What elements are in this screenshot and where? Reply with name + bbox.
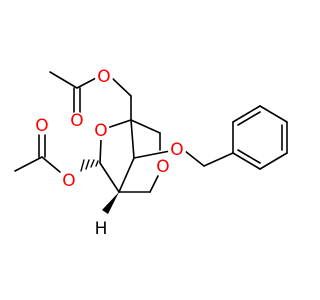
bond-c-o-ester-left [41, 156, 61, 173]
atom-label-oxygen: O [35, 116, 48, 136]
bond-bridge-bridgehead [118, 157, 135, 193]
atom-label-oxygen: O [62, 171, 75, 191]
bond-anomeric-bridgehead [99, 162, 120, 193]
bond-phenyl-double-3 [237, 149, 261, 164]
atom-label-oxygen: O [156, 157, 169, 177]
atom-label-hydrogen: H [95, 219, 108, 239]
atom-o-benzyl: O [168, 140, 186, 160]
bond-ch2-phenyl [203, 152, 234, 167]
atom-label-oxygen: O [94, 121, 107, 141]
bond-ch3-top [49, 71, 78, 89]
atom-o-ring-2: O [154, 157, 172, 177]
bond-phenyl-6 [232, 152, 261, 170]
atom-o-acetyl-top-ester: O [95, 67, 113, 87]
chemical-structure-diagram: O O O O O O O H [14, 67, 288, 239]
hash-bond-anomeric-oacetyl [80, 159, 99, 172]
bond-c-o-ester-top [76, 77, 97, 89]
bond-o-ch2-top [111, 77, 132, 97]
bond-oring-anomeric [99, 139, 102, 164]
atom-h-bridgehead: H [92, 219, 110, 239]
atom-o-acetyl-left-ester: O [60, 171, 78, 191]
atom-labels: O O O O O O O H [33, 67, 186, 239]
bond-phenyl-2 [232, 105, 261, 123]
atom-o-acetyl-left-carbonyl: O [33, 116, 51, 136]
atom-o-ring-1: O [92, 121, 110, 141]
bond-quaternary-bridge [130, 119, 135, 159]
bond-bridge-obenzyl [133, 150, 171, 159]
bond-obenzyl-ch2 [184, 150, 205, 167]
bond-phenyl-5 [259, 152, 288, 170]
bond-ch3-left [14, 156, 43, 172]
bond-phenyl-double-1 [237, 111, 261, 126]
bond-quaternary-oring [106, 119, 132, 129]
bond-quaternary-ch2-right [130, 119, 161, 134]
wedge-bond-bridgehead-h [102, 192, 119, 214]
atom-label-oxygen: O [70, 111, 83, 131]
atom-o-acetyl-top-carbonyl: O [68, 111, 86, 131]
bond-phenyl-3 [259, 105, 288, 123]
atom-label-oxygen: O [97, 67, 110, 87]
bonds [14, 71, 288, 214]
bond-ch2-lower-oring2 [149, 175, 159, 193]
atom-label-oxygen: O [170, 140, 183, 160]
